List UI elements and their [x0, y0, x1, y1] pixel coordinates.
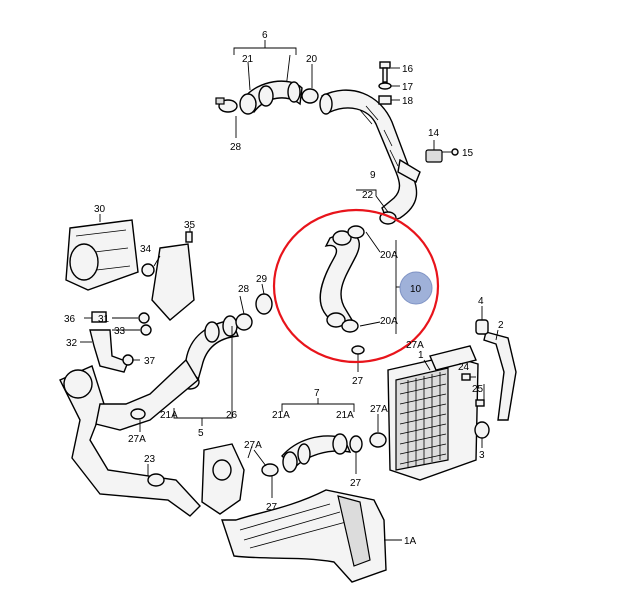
- charge-air-pipe-lower-left: [59, 358, 253, 517]
- label-15: 15: [462, 148, 474, 159]
- bolt-stack-16-17-18: [378, 61, 400, 105]
- part-7-hose-group: [253, 398, 387, 498]
- part-labels: 1 1A 2 3 4 5 6 7 9 10 14 15 16 17 18 20 …: [64, 30, 504, 547]
- label-36: 36: [64, 314, 76, 325]
- air-duct-1A: [221, 489, 402, 583]
- label-37: 37: [144, 356, 156, 367]
- label-21A-right: 21A: [336, 410, 354, 421]
- label-22: 22: [362, 190, 374, 201]
- label-26: 26: [226, 410, 238, 421]
- label-27A-left: 27A: [128, 434, 146, 445]
- label-30: 30: [94, 204, 106, 215]
- label-28-mid: 28: [238, 284, 250, 295]
- label-20: 20: [306, 54, 318, 65]
- label-24: 24: [458, 362, 470, 373]
- label-31: 31: [98, 314, 110, 325]
- label-27A-lower: 27A: [370, 404, 388, 415]
- label-1: 1: [418, 350, 424, 361]
- label-2: 2: [498, 320, 504, 331]
- label-35: 35: [184, 220, 196, 231]
- label-16: 16: [402, 64, 414, 75]
- label-7: 7: [314, 388, 320, 399]
- resonator-30: [65, 214, 195, 373]
- label-14: 14: [428, 128, 440, 139]
- label-32: 32: [66, 338, 78, 349]
- clamp-28-top: [215, 97, 238, 113]
- charge-air-pipe-upper: [319, 89, 459, 223]
- label-27-lower-mid: 27: [266, 502, 278, 513]
- hose-10-assembly: [272, 189, 440, 372]
- label-29: 29: [256, 274, 268, 285]
- label-25: 25: [472, 384, 484, 395]
- label-23: 23: [144, 454, 156, 465]
- label-3: 3: [479, 450, 485, 461]
- label-9: 9: [370, 170, 376, 181]
- label-6: 6: [262, 30, 268, 41]
- label-27-lower-right: 27: [350, 478, 362, 489]
- label-28-top: 28: [230, 142, 242, 153]
- label-4: 4: [478, 296, 484, 307]
- intercooler-1: [387, 306, 517, 481]
- label-21A-left: 21A: [160, 410, 178, 421]
- label-20A-lower: 20A: [380, 316, 398, 327]
- callout-marker-10[interactable]: [399, 271, 433, 305]
- label-34: 34: [140, 244, 152, 255]
- label-17: 17: [402, 82, 414, 93]
- part-6-hose-group: [215, 40, 319, 138]
- label-5: 5: [198, 428, 204, 439]
- label-10: 10: [410, 284, 422, 295]
- highlight-ring: [272, 208, 440, 364]
- label-27A-mid: 27A: [244, 440, 262, 451]
- label-1A: 1A: [404, 536, 417, 547]
- label-33: 33: [114, 326, 126, 337]
- label-21: 21: [242, 54, 254, 65]
- label-21A-mid: 21A: [272, 410, 290, 421]
- label-18: 18: [402, 96, 414, 107]
- label-27A-right: 27A: [406, 340, 424, 351]
- label-27-center: 27: [352, 376, 364, 387]
- label-20A-upper: 20A: [380, 250, 398, 261]
